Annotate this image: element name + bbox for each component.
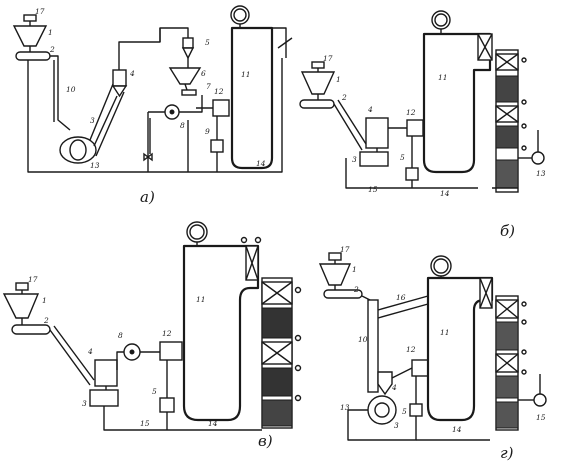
label-b-14: 14 <box>440 189 450 198</box>
air-heater-v <box>159 397 175 413</box>
label-a-12: 12 <box>214 87 224 96</box>
label-v-5: 5 <box>152 387 157 396</box>
label-v-8: 8 <box>118 331 123 340</box>
label-g-5: 5 <box>402 407 407 416</box>
label-b-11: 11 <box>438 73 448 82</box>
label-g-2: 2 <box>353 285 359 294</box>
label-a-3: 3 <box>90 116 95 125</box>
panel-a <box>12 5 293 173</box>
panel-label-v: в) <box>258 432 273 450</box>
labels-b: 17 1 2 4 3 12 5 11 15 14 13 <box>323 54 546 198</box>
label-a-4: 4 <box>129 69 135 78</box>
label-v-2: 2 <box>43 316 49 325</box>
feeder-g <box>323 289 363 299</box>
panel-label-g: г) <box>500 444 514 462</box>
burner-b <box>406 119 424 137</box>
label-a-13: 13 <box>90 161 100 170</box>
label-g-4: 4 <box>391 383 397 392</box>
label-g-11: 11 <box>440 328 450 337</box>
label-a-11: 11 <box>241 70 251 79</box>
dust-feeder-a <box>181 89 197 96</box>
label-b-1: 1 <box>336 75 341 84</box>
label-g-12: 12 <box>406 345 416 354</box>
label-g-17: 17 <box>340 245 350 254</box>
label-b-2: 2 <box>341 93 347 102</box>
separator-g <box>377 371 393 396</box>
burner-v <box>159 341 183 361</box>
label-b-3: 3 <box>352 155 357 164</box>
hopper-a <box>168 67 202 85</box>
panel-g <box>318 252 547 441</box>
furnace-b <box>422 32 492 174</box>
label-v-12: 12 <box>162 329 172 338</box>
label-b-15: 15 <box>368 185 378 194</box>
labels-v: 17 1 2 4 3 8 12 5 11 15 14 <box>28 275 218 428</box>
feeder-v <box>11 324 51 335</box>
label-g-3: 3 <box>394 421 399 430</box>
bunker-b <box>300 71 336 95</box>
fan-g <box>533 393 547 407</box>
separator-v <box>94 359 118 387</box>
label-g-13: 13 <box>340 403 350 412</box>
panel-label-a: а) <box>140 188 155 206</box>
label-b-4: 4 <box>367 105 373 114</box>
burner-a <box>212 99 230 117</box>
label-a-2: 2 <box>49 45 55 54</box>
panel-b <box>299 10 545 193</box>
air-heater-b <box>405 167 419 181</box>
label-g-15: 15 <box>536 413 546 422</box>
separator-b <box>365 117 389 149</box>
label-g-16: 16 <box>396 293 406 302</box>
drying-shaft-g <box>367 299 379 393</box>
labels-g: 17 1 2 16 11 10 12 4 5 13 3 14 15 <box>340 245 546 434</box>
label-a-14: 14 <box>256 159 266 168</box>
furnace-a <box>230 26 274 170</box>
feeder-b <box>299 99 335 109</box>
mill-b <box>359 151 389 167</box>
label-a-1: 1 <box>48 28 53 37</box>
label-g-10: 10 <box>358 335 368 344</box>
air-heater-a <box>210 139 224 153</box>
label-b-13: 13 <box>536 169 546 178</box>
label-v-3: 3 <box>82 399 87 408</box>
burner-g <box>411 359 429 377</box>
label-b-17: 17 <box>323 54 333 63</box>
label-a-17: 17 <box>35 7 45 16</box>
air-heater-g <box>409 403 423 417</box>
furnace-v <box>182 244 260 422</box>
bunker-v <box>2 293 40 319</box>
label-v-11: 11 <box>196 295 206 304</box>
label-v-17: 17 <box>28 275 38 284</box>
label-a-7: 7 <box>206 82 211 91</box>
label-a-5: 5 <box>205 38 210 47</box>
bunker-a <box>12 25 48 47</box>
label-v-1: 1 <box>42 296 47 305</box>
label-a-8: 8 <box>180 121 185 130</box>
label-v-15: 15 <box>140 419 150 428</box>
label-a-10: 10 <box>66 85 76 94</box>
mill-v <box>89 389 119 407</box>
label-b-12: 12 <box>406 108 416 117</box>
labels-a: 17 1 2 10 3 4 5 6 7 8 9 12 11 13 14 <box>35 7 266 170</box>
label-b-5: 5 <box>400 153 405 162</box>
label-a-9: 9 <box>205 127 210 136</box>
label-g-1: 1 <box>352 265 357 274</box>
fan-b <box>531 151 545 165</box>
cyclone-a <box>182 37 194 49</box>
panel-label-b: б) <box>500 222 515 240</box>
bunker-g <box>318 263 352 286</box>
feeder-a <box>15 51 51 61</box>
label-v-4: 4 <box>87 347 93 356</box>
label-a-6: 6 <box>201 69 206 78</box>
label-g-14: 14 <box>452 425 462 434</box>
panel-v <box>2 221 302 431</box>
separator-a <box>112 69 127 87</box>
label-v-14: 14 <box>208 419 218 428</box>
